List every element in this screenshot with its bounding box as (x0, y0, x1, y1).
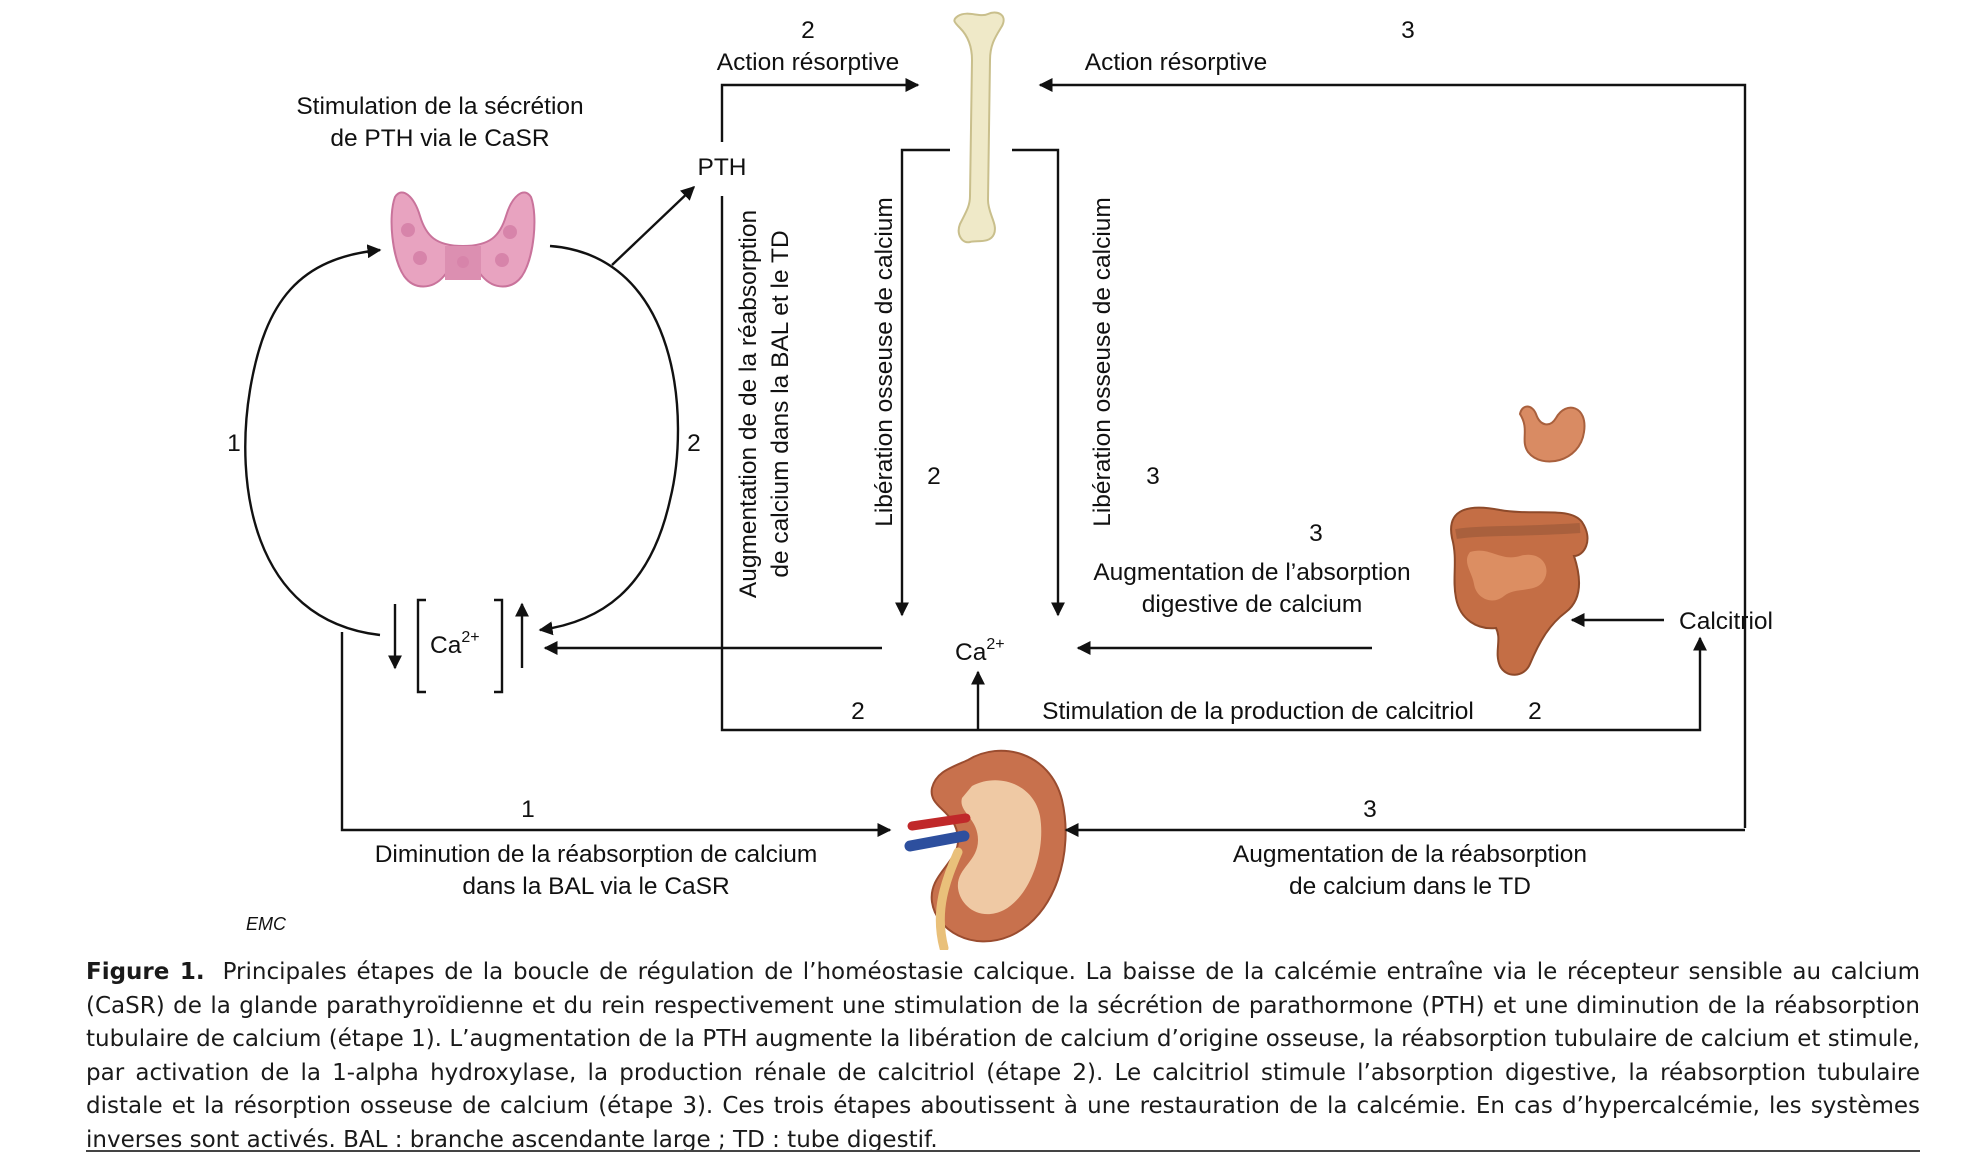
kidney-icon (904, 749, 1067, 950)
label-stim-pth-1: Stimulation de la sécrétion (296, 93, 583, 120)
step-number: 2 (687, 430, 701, 457)
label-liberation-3: Libération osseuse de calcium (1089, 197, 1116, 527)
step-number: 1 (227, 430, 241, 457)
emc-logo: EMC (246, 914, 287, 934)
figure-caption: Figure 1.Principales étapes de la boucle… (86, 956, 1920, 1157)
calcium-bracket (416, 598, 504, 694)
step-number: 3 (1309, 520, 1323, 547)
label-aug-reabs-1: Augmentation de la réabsorption (1233, 841, 1587, 868)
label-stim-calcitriol: Stimulation de la production de calcitri… (1042, 698, 1474, 725)
step-number: 2 (1528, 698, 1542, 725)
label-absorption-2: digestive de calcium (1142, 591, 1363, 618)
label-ca-bracket: Ca2+ (430, 629, 480, 659)
label-action-resorptive-2: Action résorptive (717, 49, 899, 76)
label-aug-reabs-2: de calcium dans le TD (1289, 873, 1531, 900)
thyroid-gland-icon (390, 191, 536, 288)
label-calcitriol: Calcitriol (1679, 608, 1773, 635)
step-number: 3 (1363, 796, 1377, 823)
digestive-tract-icon (1450, 405, 1589, 676)
label-stim-pth-2: de PTH via le CaSR (330, 125, 549, 152)
figure-label: Figure 1. (86, 959, 205, 985)
label-dim-reabs-2: dans la BAL via le CaSR (462, 873, 729, 900)
label-absorption-1: Augmentation de l’absorption (1093, 559, 1410, 586)
calcium-regulation-diagram: Stimulation de la sécrétion de PTH via l… (227, 11, 1773, 950)
arrows (244, 78, 1747, 837)
label-dim-reabs-1: Diminution de la réabsorption de calcium (375, 841, 818, 868)
step-number: 3 (1146, 463, 1160, 490)
label-reabs-vertical-1: Augmentation de de la réabsorption (735, 210, 762, 598)
bottom-rule (86, 1150, 1920, 1152)
step-number: 2 (801, 17, 815, 44)
bone-icon (953, 11, 1005, 244)
label-ca-center: Ca2+ (955, 636, 1005, 666)
step-number: 2 (851, 698, 865, 725)
step-number: 3 (1401, 17, 1415, 44)
label-action-resorptive-3: Action résorptive (1085, 49, 1267, 76)
step-number: 1 (521, 796, 535, 823)
figure-caption-text: Principales étapes de la boucle de régul… (86, 959, 1921, 1153)
step-number: 2 (927, 463, 941, 490)
label-reabs-vertical-2: de calcium dans la BAL et le TD (767, 230, 794, 577)
label-liberation-2: Libération osseuse de calcium (871, 197, 898, 527)
label-pth: PTH (698, 154, 747, 181)
